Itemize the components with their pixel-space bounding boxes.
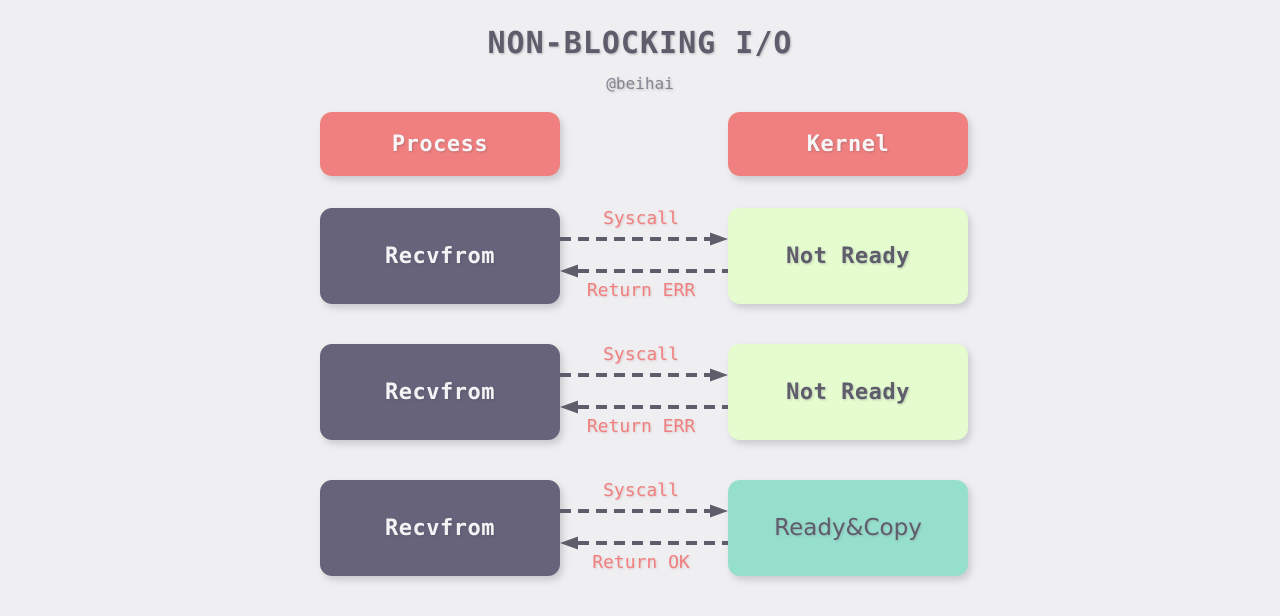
response-arrow-row-1	[560, 264, 728, 278]
response-arrow-row-2	[560, 400, 728, 414]
column-header-process: Process	[320, 112, 560, 176]
response-arrow-label-row-2: Return ERR	[586, 416, 696, 437]
response-arrow-label-row-3: Return OK	[592, 552, 690, 573]
kernel-state-box-row-3: Ready&Copy	[728, 480, 968, 576]
process-state-box-row-1: Recvfrom	[320, 208, 560, 304]
process-state-box-row-3: Recvfrom	[320, 480, 560, 576]
process-state-label-row-3: Recvfrom	[385, 515, 495, 541]
kernel-state-box-row-2: Not Ready	[728, 344, 968, 440]
kernel-state-label-row-3: Ready&Copy	[774, 515, 922, 541]
page-title: NON-BLOCKING I/O	[487, 26, 793, 61]
response-arrow-row-3	[560, 536, 728, 550]
request-arrow-label-row-2: Syscall	[603, 344, 679, 365]
page-subtitle-author: @beihai	[606, 74, 674, 93]
column-header-kernel-label: Kernel	[806, 131, 890, 157]
request-arrow-label-row-1: Syscall	[603, 208, 679, 229]
column-header-kernel: Kernel	[728, 112, 968, 176]
response-arrow-label-row-1: Return ERR	[586, 280, 696, 301]
kernel-state-label-row-1: Not Ready	[786, 243, 910, 269]
request-arrow-row-1	[560, 232, 728, 246]
column-header-process-label: Process	[391, 131, 489, 157]
process-state-label-row-2: Recvfrom	[385, 379, 495, 405]
request-arrow-row-3	[560, 504, 728, 518]
request-arrow-label-row-3: Syscall	[603, 480, 679, 501]
request-arrow-row-2	[560, 368, 728, 382]
process-state-label-row-1: Recvfrom	[385, 243, 495, 269]
process-state-box-row-2: Recvfrom	[320, 344, 560, 440]
kernel-state-box-row-1: Not Ready	[728, 208, 968, 304]
kernel-state-label-row-2: Not Ready	[786, 379, 910, 405]
